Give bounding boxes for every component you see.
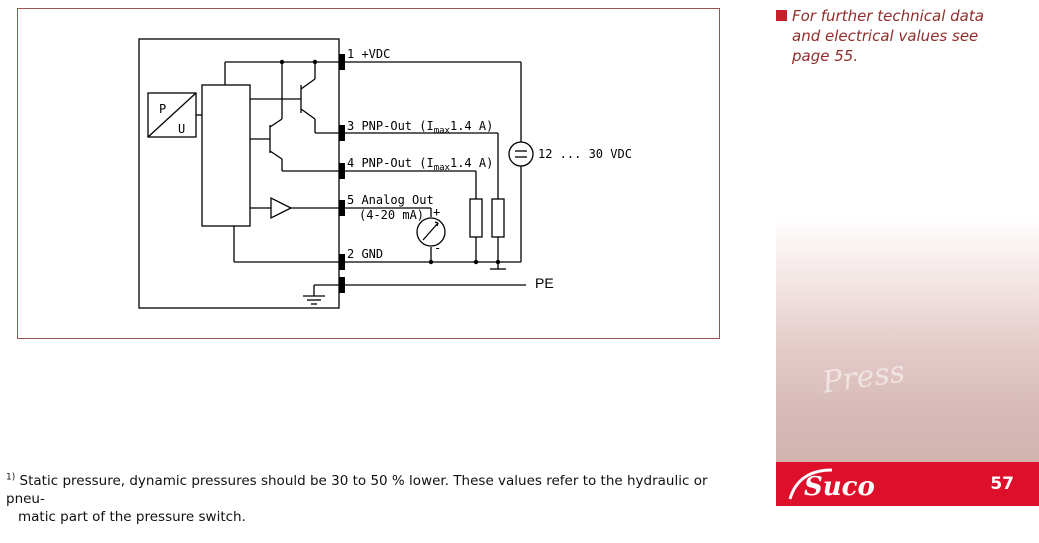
pin-5-label: 5 Analog Out bbox=[347, 193, 434, 207]
ammeter-symbol bbox=[416, 217, 446, 247]
pin-1-label: 1 +VDC bbox=[347, 47, 390, 61]
supply-voltage-label: 12 ... 30 VDC bbox=[538, 147, 632, 161]
load-resistor-1 bbox=[469, 198, 483, 238]
junction-dots bbox=[279, 59, 501, 265]
pin-5-sublabel: (4-20 mA) bbox=[359, 208, 424, 222]
technical-data-note: For further technical data and electrica… bbox=[776, 6, 1022, 66]
note-line-2: and electrical values see bbox=[792, 27, 979, 45]
pe-label: PE bbox=[535, 275, 554, 291]
note-line-3: page 55. bbox=[792, 47, 859, 65]
logo-text: Suco bbox=[804, 472, 875, 502]
ammeter-plus: + bbox=[433, 205, 440, 219]
bullet-square bbox=[776, 10, 787, 21]
footnote: 1) Static pressure, dynamic pressures sh… bbox=[6, 472, 726, 526]
transducer-u-label: U bbox=[178, 122, 185, 136]
background-word: Press bbox=[819, 354, 908, 401]
transducer-p-label: P bbox=[159, 102, 166, 116]
wiring-diagram: 1 +VDC 3 PNP-Out (Imax1.4 A) 4 PNP-Out (… bbox=[138, 38, 632, 309]
brand-footer-bar: Suco 57 bbox=[776, 462, 1039, 506]
ammeter-minus: - bbox=[434, 241, 441, 255]
footnote-marker: 1) bbox=[6, 472, 16, 483]
pin-2-label: 2 GND bbox=[347, 247, 383, 261]
page-number: 57 bbox=[990, 474, 1014, 494]
suco-logo: Suco bbox=[788, 468, 875, 502]
wiring-diagram-frame: 1 +VDC 3 PNP-Out (Imax1.4 A) 4 PNP-Out (… bbox=[17, 8, 720, 339]
note-line-1: For further technical data bbox=[792, 7, 984, 25]
footnote-line-2: matic part of the pressure switch. bbox=[18, 509, 246, 525]
load-resistor-2 bbox=[491, 198, 505, 238]
terminal-pins bbox=[339, 54, 345, 293]
dc-supply-symbol bbox=[508, 141, 534, 167]
pin-3-label: 3 PNP-Out (Imax1.4 A) bbox=[347, 119, 493, 136]
sidebar-background-image: Press bbox=[776, 215, 1039, 462]
sensor-housing bbox=[138, 38, 340, 309]
electronics-block bbox=[201, 84, 251, 227]
footnote-line-1: Static pressure, dynamic pressures shoul… bbox=[6, 473, 708, 507]
pin-4-label: 4 PNP-Out (Imax1.4 A) bbox=[347, 156, 493, 173]
